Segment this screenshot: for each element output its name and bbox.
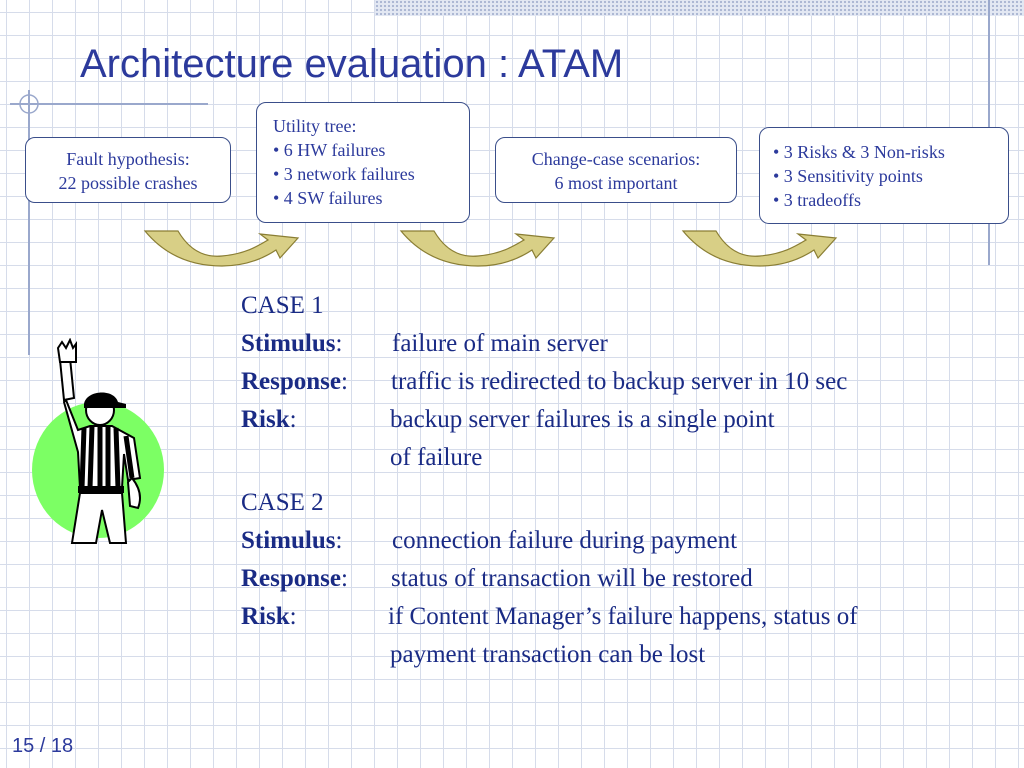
left-decor-line <box>28 90 30 355</box>
utility-line-2: • 6 HW failures <box>273 138 469 162</box>
top-decorative-band <box>375 0 1024 16</box>
page-title: Architecture evaluation : ATAM <box>80 44 623 84</box>
curved-arrow-icon-1 <box>140 226 305 268</box>
case1-stimulus-label: Stimulus <box>241 330 335 357</box>
utility-line-3: • 3 network failures <box>273 162 469 186</box>
utility-line-4: • 4 SW failures <box>273 186 469 210</box>
utility-tree-box: Utility tree: • 6 HW failures • 3 networ… <box>256 102 470 223</box>
results-box: • 3 Risks & 3 Non-risks • 3 Sensitivity … <box>759 127 1009 224</box>
case1-response-row: Response: <box>241 363 348 401</box>
results-line-3: • 3 tradeoffs <box>773 188 1008 212</box>
utility-line-1: Utility tree: <box>273 114 469 138</box>
curved-arrow-icon-2 <box>396 226 561 268</box>
fault-line-1: Fault hypothesis: <box>26 147 230 171</box>
case2-risk-line-2: payment transaction can be lost <box>390 636 705 674</box>
case1-risk-line-1: backup server failures is a single point <box>390 401 775 439</box>
case1-risk-row: Risk: <box>241 401 297 439</box>
curved-arrow-icon-3 <box>678 226 843 268</box>
change-line-2: 6 most important <box>496 171 736 195</box>
case1-response-label: Response <box>241 368 341 395</box>
case1-risk-line-2: of failure <box>390 439 482 477</box>
case2-risk-label: Risk <box>241 603 290 630</box>
change-case-box: Change-case scenarios: 6 most important <box>495 137 737 203</box>
case1-response-value: traffic is redirected to backup server i… <box>391 363 847 401</box>
page-number: 15 / 18 <box>12 735 73 758</box>
case2-risk-row: Risk: <box>241 598 297 636</box>
case2-risk-line-1: if Content Manager’s failure happens, st… <box>388 598 858 636</box>
case2-heading: CASE 2 <box>241 484 324 522</box>
results-line-2: • 3 Sensitivity points <box>773 164 1008 188</box>
referee-clipart <box>30 338 170 550</box>
case2-stimulus-row: Stimulus: <box>241 522 342 560</box>
crosshair-icon <box>16 91 42 117</box>
case2-stimulus-value: connection failure during payment <box>392 522 737 560</box>
case1-stimulus-value: failure of main server <box>392 325 608 363</box>
results-line-1: • 3 Risks & 3 Non-risks <box>773 140 1008 164</box>
change-line-1: Change-case scenarios: <box>496 147 736 171</box>
case2-response-value: status of transaction will be restored <box>391 560 753 598</box>
case1-heading: CASE 1 <box>241 287 324 325</box>
case2-stimulus-label: Stimulus <box>241 527 335 554</box>
case2-response-label: Response <box>241 565 341 592</box>
case1-risk-label: Risk <box>241 406 290 433</box>
fault-hypothesis-box: Fault hypothesis: 22 possible crashes <box>25 137 231 203</box>
fault-line-2: 22 possible crashes <box>26 171 230 195</box>
case1-stimulus-row: Stimulus: <box>241 325 342 363</box>
case2-response-row: Response: <box>241 560 348 598</box>
